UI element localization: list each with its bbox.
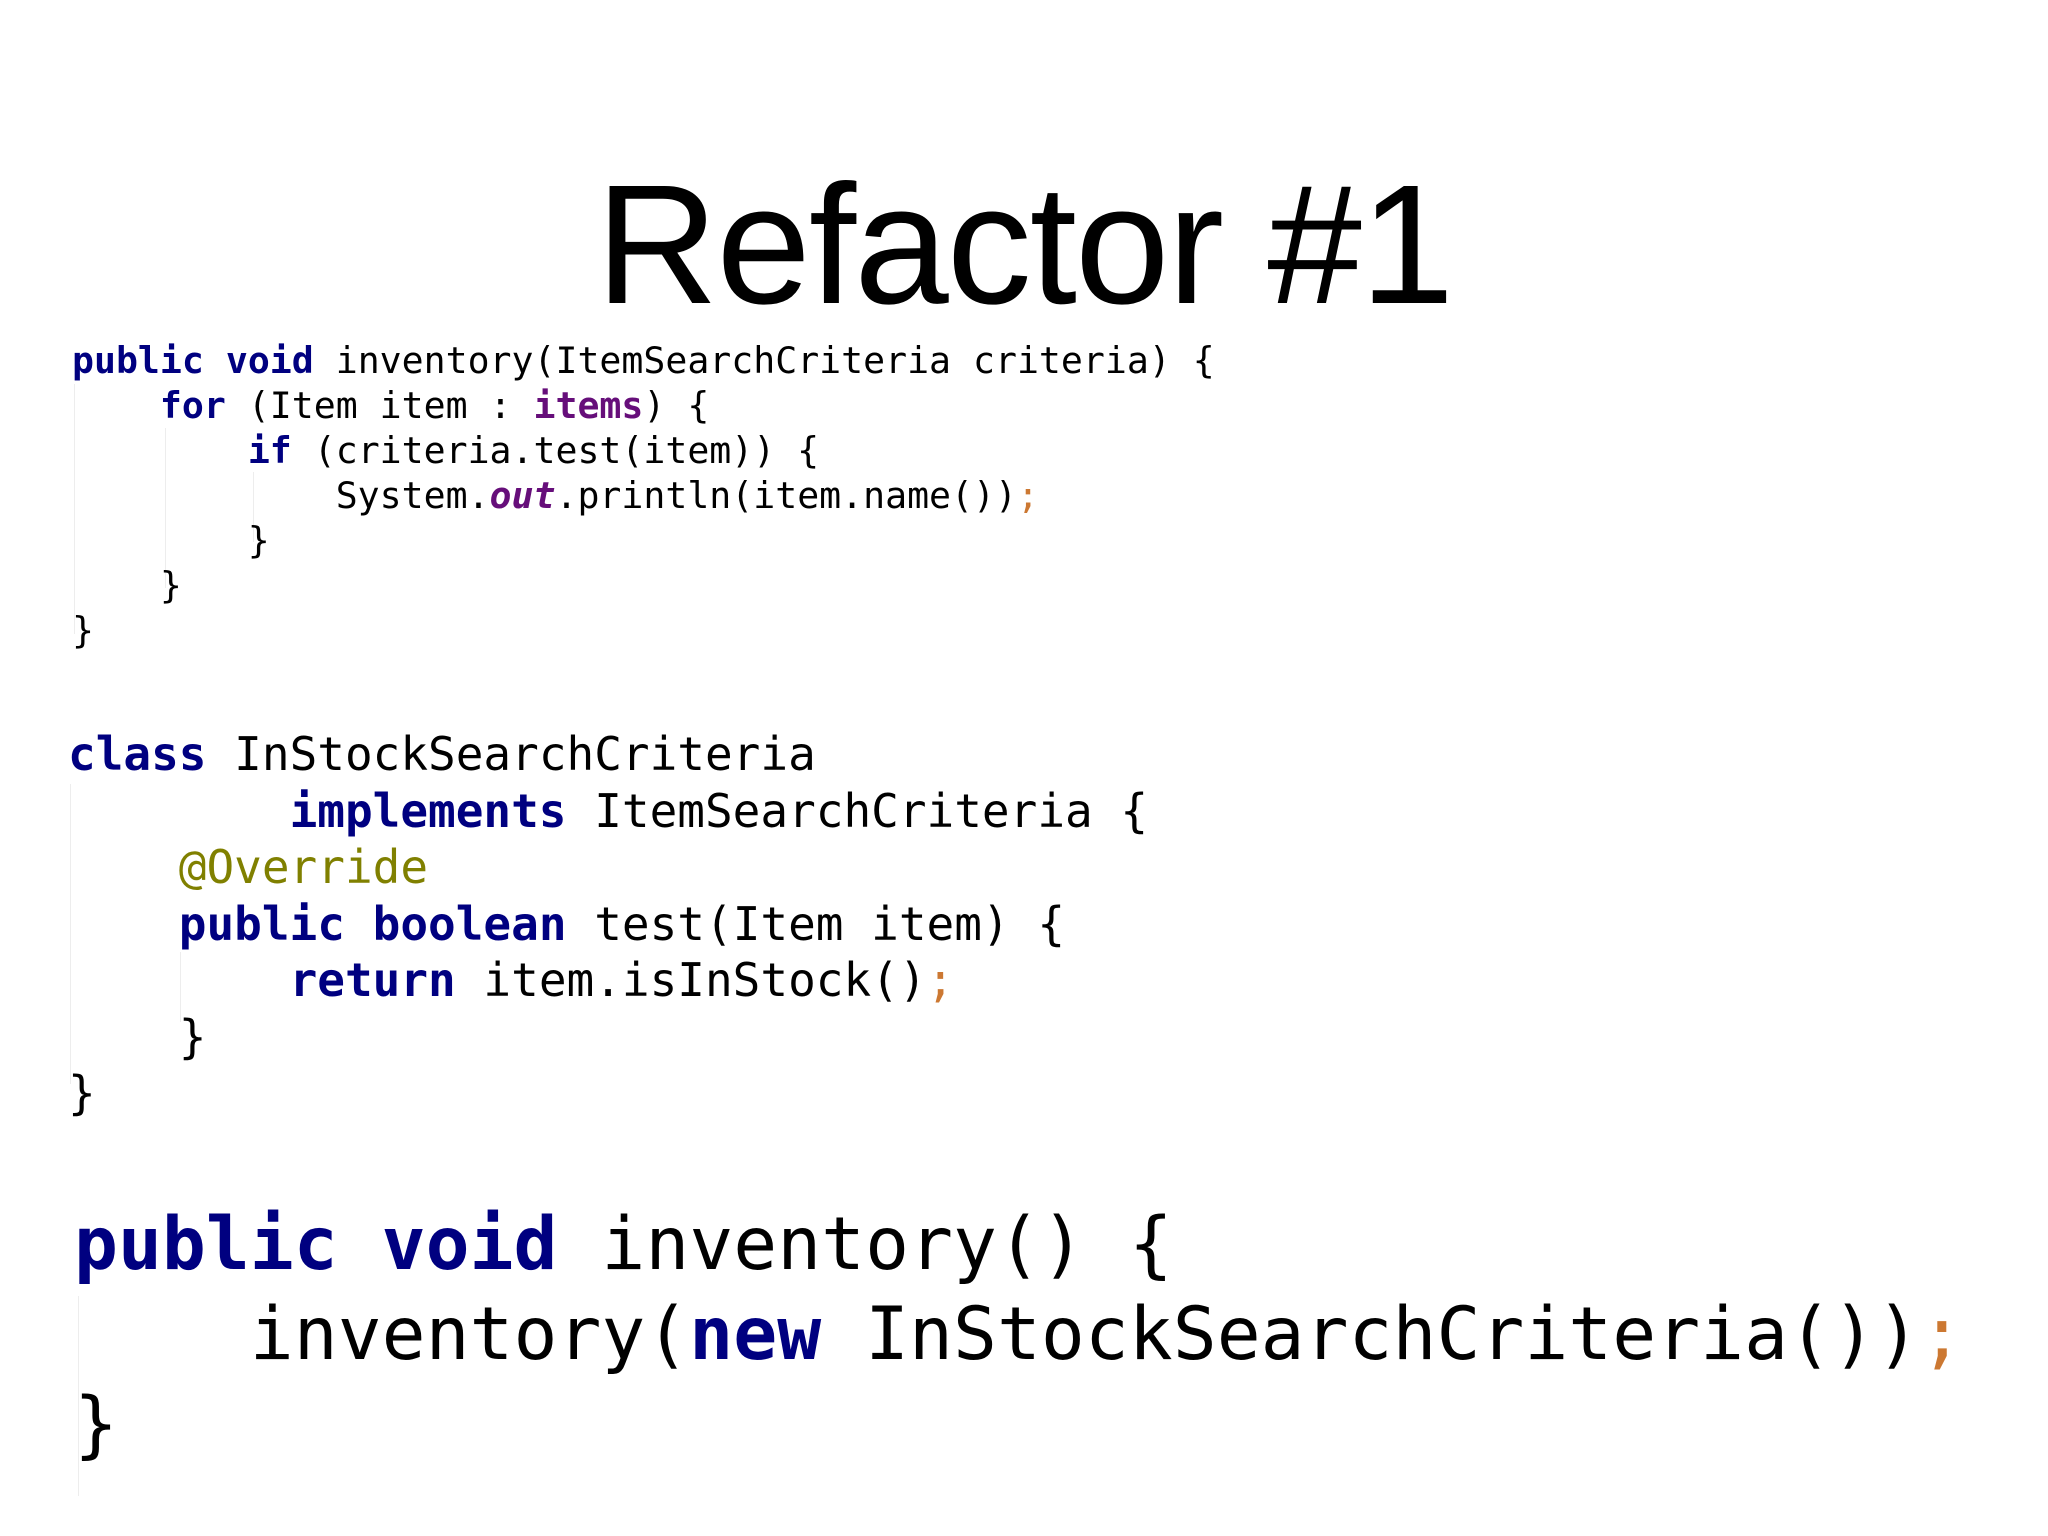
- code-line: }: [74, 1380, 1964, 1470]
- code-keyword: class: [68, 727, 207, 781]
- code-block-inventory-with-criteria: public void inventory(ItemSearchCriteria…: [72, 338, 1215, 653]
- code-text: [72, 429, 248, 472]
- code-text: [72, 384, 160, 427]
- code-keyword: implements: [289, 783, 567, 838]
- code-keyword: new: [689, 1292, 822, 1377]
- code-text: }: [68, 1066, 96, 1120]
- code-line: class InStockSearchCriteria: [68, 726, 1148, 783]
- code-keyword: public: [72, 339, 204, 382]
- code-text: }: [74, 1382, 118, 1467]
- indent-guide: [253, 472, 254, 542]
- code-semicolon: ;: [1016, 474, 1039, 517]
- code-line: public void inventory() {: [74, 1200, 1964, 1290]
- code-line: public void inventory(ItemSearchCriteria…: [72, 338, 1215, 383]
- code-text: inventory() {: [557, 1202, 1173, 1287]
- code-text: [68, 897, 179, 951]
- code-line: if (criteria.test(item)) {: [72, 428, 1215, 473]
- code-keyword: return: [289, 953, 456, 1007]
- code-text: test(Item item) {: [566, 896, 1066, 951]
- code-keyword: for: [159, 384, 226, 427]
- code-text: [338, 1202, 382, 1287]
- code-static-field: out: [489, 474, 556, 517]
- code-text: ItemSearchCriteria {: [566, 783, 1149, 838]
- code-text: item.isInStock(): [455, 953, 927, 1007]
- code-keyword: public: [74, 1202, 338, 1287]
- code-block-instock-criteria-class: class InStockSearchCriteria implements I…: [68, 726, 1148, 1122]
- code-keyword: void: [381, 1202, 558, 1287]
- code-line: }: [72, 608, 1215, 653]
- indent-guide: [74, 384, 75, 634]
- code-line: }: [68, 1009, 1148, 1066]
- slide-title: Refactor #1: [595, 150, 1455, 340]
- code-line: }: [68, 1065, 1148, 1122]
- code-annotation: @Override: [178, 840, 429, 894]
- code-text: inventory(: [74, 1292, 690, 1377]
- code-text: }: [72, 609, 94, 652]
- code-keyword: boolean: [372, 896, 567, 951]
- code-keyword: void: [225, 339, 314, 382]
- code-semicolon: ;: [1919, 1292, 1964, 1377]
- code-text: [204, 339, 226, 382]
- code-text: (Item item :: [225, 384, 534, 427]
- code-line: }: [72, 518, 1215, 563]
- code-text: }: [68, 1009, 207, 1064]
- code-field: items: [533, 384, 644, 427]
- code-text: }: [72, 519, 270, 562]
- indent-guide: [78, 1296, 79, 1496]
- code-text: [345, 897, 373, 951]
- code-text: System.: [72, 474, 490, 517]
- indent-guide: [70, 784, 71, 1084]
- indent-guide: [180, 952, 181, 1022]
- code-text: InStockSearchCriteria: [206, 727, 816, 781]
- code-block-inventory-no-args: public void inventory() { inventory(new …: [74, 1200, 1964, 1470]
- code-semicolon: ;: [926, 953, 955, 1007]
- indent-guide: [165, 428, 166, 588]
- code-text: [68, 784, 290, 838]
- code-line: @Override: [68, 839, 1148, 896]
- code-text: .println(item.name()): [555, 474, 1017, 517]
- code-text: InStockSearchCriteria()): [821, 1292, 1920, 1377]
- code-text: (criteria.test(item)) {: [291, 429, 820, 472]
- code-text: inventory(ItemSearchCriteria criteria) {: [313, 339, 1215, 382]
- code-text: [68, 840, 179, 894]
- code-keyword: public: [178, 896, 345, 951]
- code-line: implements ItemSearchCriteria {: [68, 783, 1149, 840]
- code-line: return item.isInStock();: [68, 952, 1148, 1009]
- code-line: public boolean test(Item item) {: [68, 896, 1148, 953]
- code-keyword: if: [247, 429, 292, 472]
- code-text: [68, 953, 290, 1007]
- code-text: }: [72, 564, 182, 607]
- code-line: for (Item item : items) {: [72, 383, 1215, 428]
- code-line: }: [72, 563, 1215, 608]
- code-text: ) {: [643, 384, 710, 427]
- code-line: inventory(new InStockSearchCriteria());: [74, 1290, 1964, 1380]
- code-line: System.out.println(item.name());: [72, 473, 1215, 518]
